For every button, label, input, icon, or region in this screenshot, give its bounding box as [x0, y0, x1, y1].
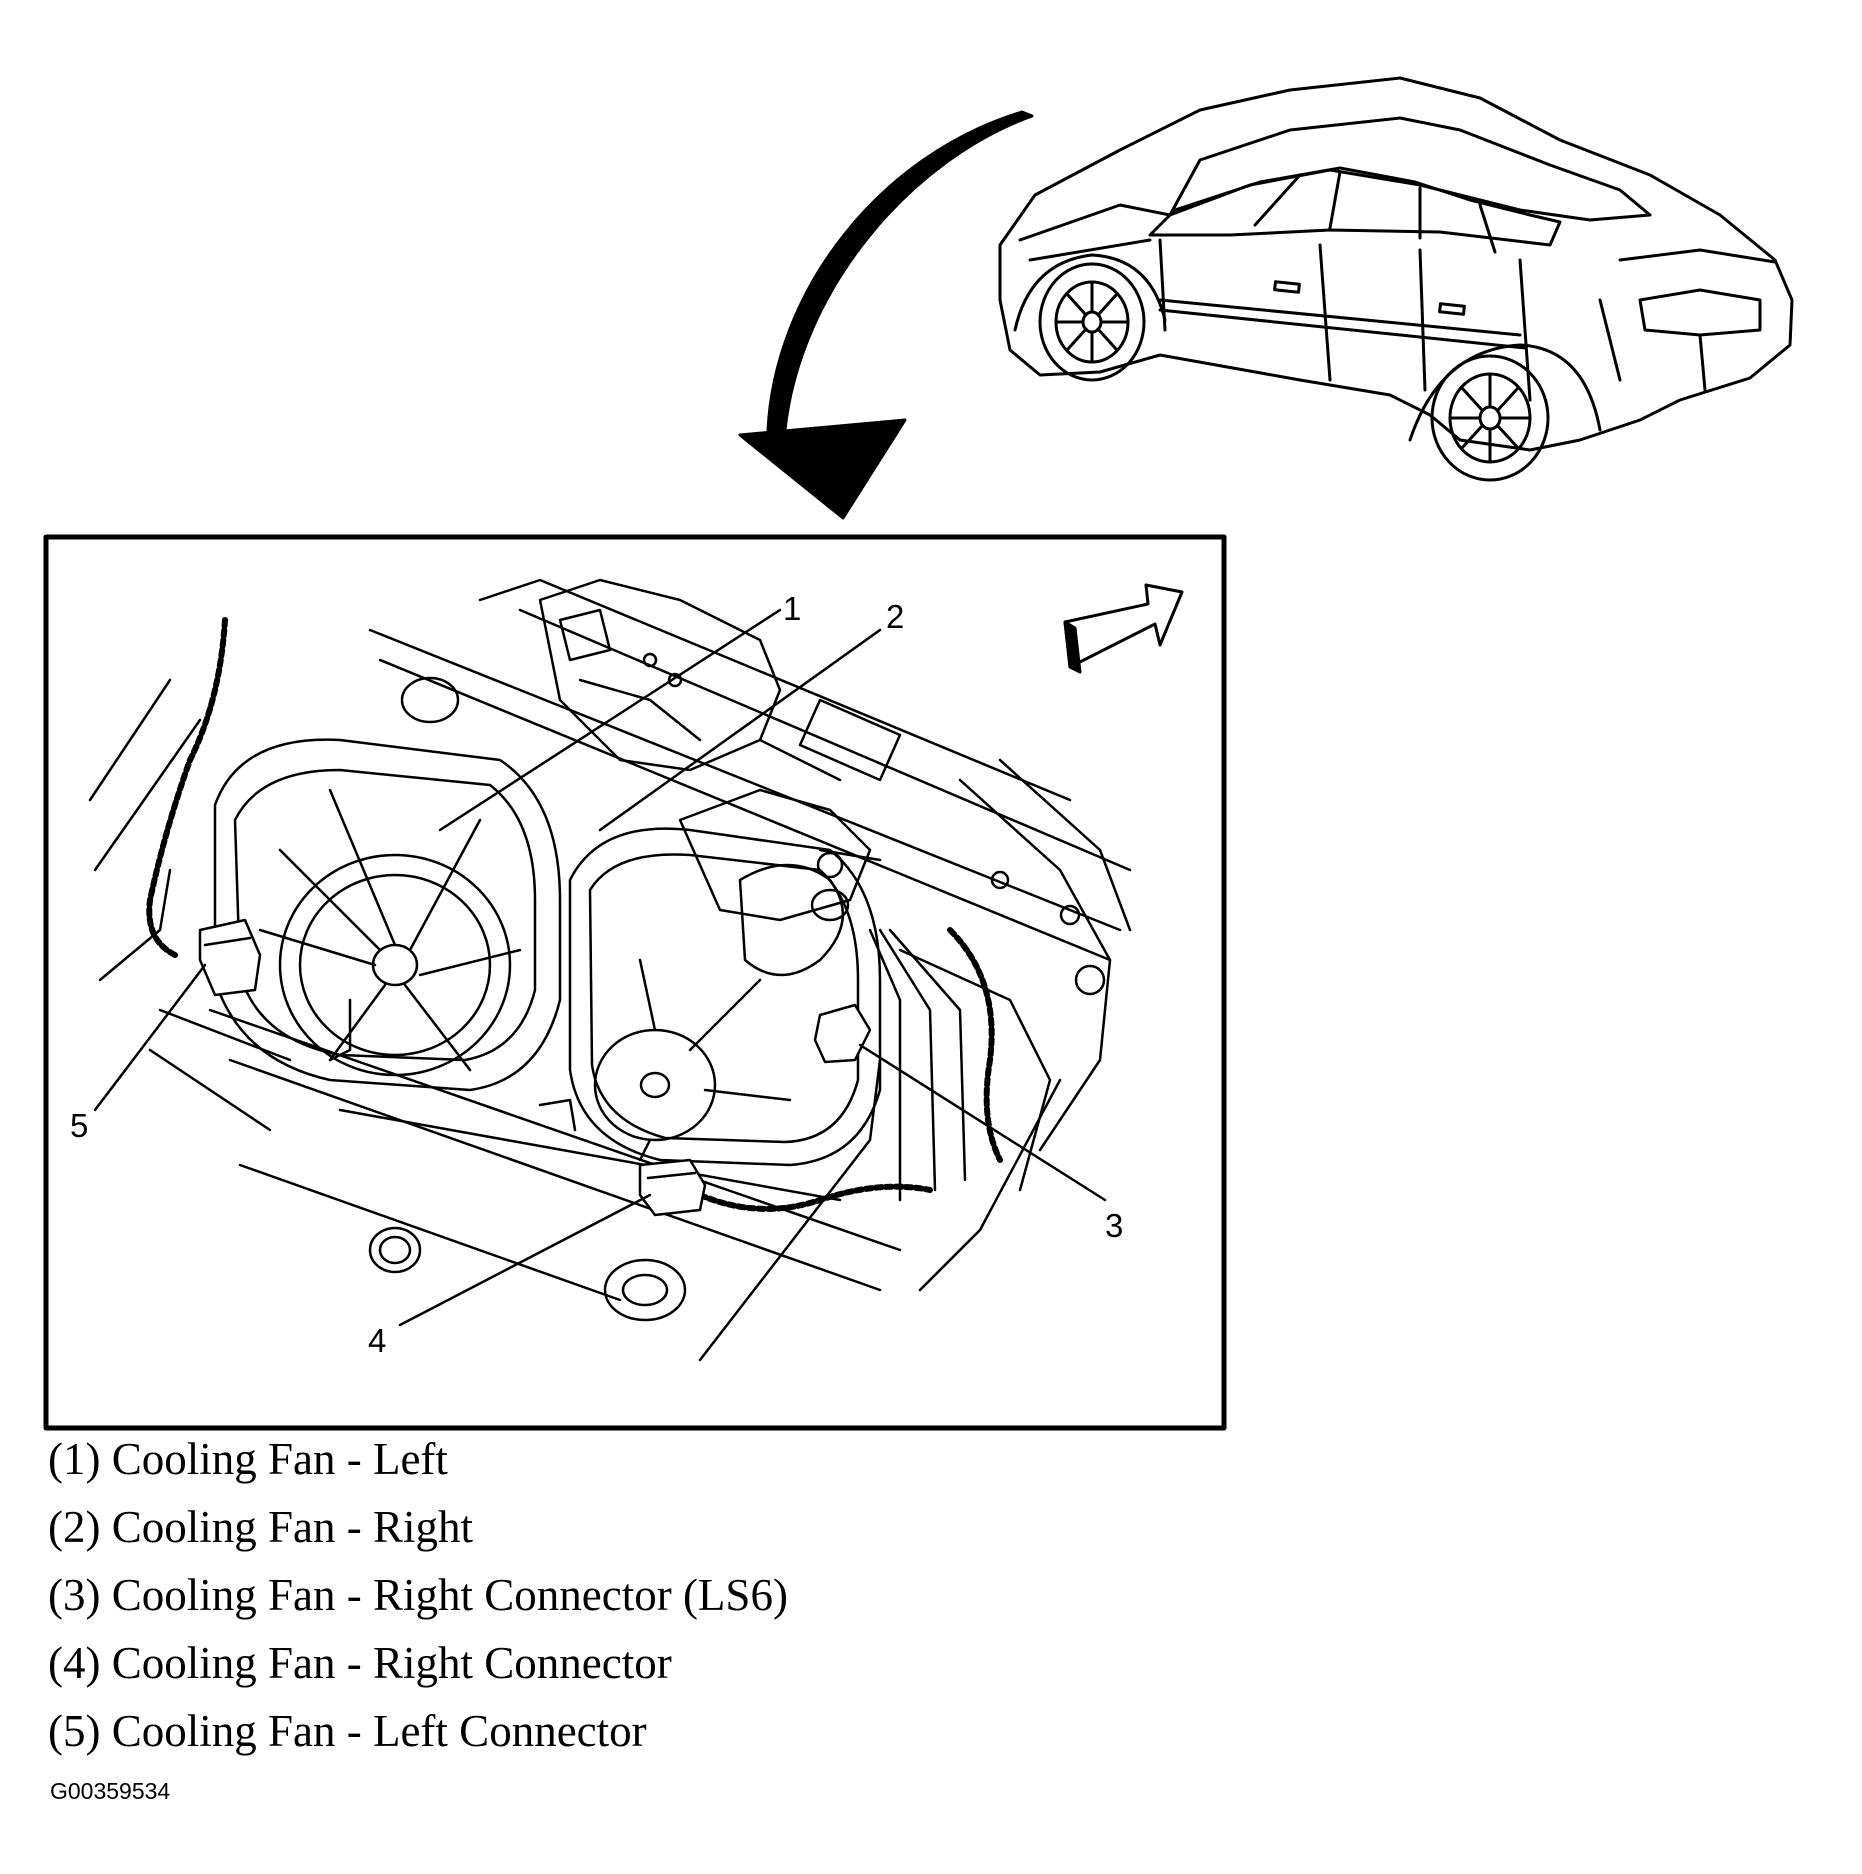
forward-direction-arrow-icon [1063, 583, 1184, 674]
leader-line-3 [858, 1043, 1107, 1202]
engine-compartment-drawing [88, 578, 1132, 1362]
callout-1: 1 [783, 590, 801, 627]
legend-item-3: (3) Cooling Fan - Right Connector (LS6) [48, 1570, 788, 1620]
curved-view-arrow-icon [738, 110, 1034, 520]
leader-line-4 [398, 1193, 652, 1327]
callout-4: 4 [368, 1322, 386, 1359]
callout-3: 3 [1105, 1207, 1123, 1244]
legend-item-4: (4) Cooling Fan - Right Connector [48, 1638, 672, 1688]
legend-item-2: (2) Cooling Fan - Right [48, 1502, 473, 1552]
figure-id: G00359534 [50, 1778, 171, 1804]
legend-item-5: (5) Cooling Fan - Left Connector [48, 1706, 647, 1756]
leader-lines [93, 608, 1107, 1327]
leader-line-2 [598, 628, 882, 832]
legend-item-1: (1) Cooling Fan - Left [48, 1434, 448, 1484]
detail-frame [43, 534, 1227, 1431]
callout-5: 5 [70, 1107, 88, 1144]
vehicle-overview-icon [998, 76, 1794, 482]
leader-line-1 [438, 608, 782, 832]
leader-line-5 [93, 963, 207, 1112]
callout-2: 2 [886, 598, 904, 635]
legend-list: (1) Cooling Fan - Left (2) Cooling Fan -… [48, 1425, 788, 1765]
